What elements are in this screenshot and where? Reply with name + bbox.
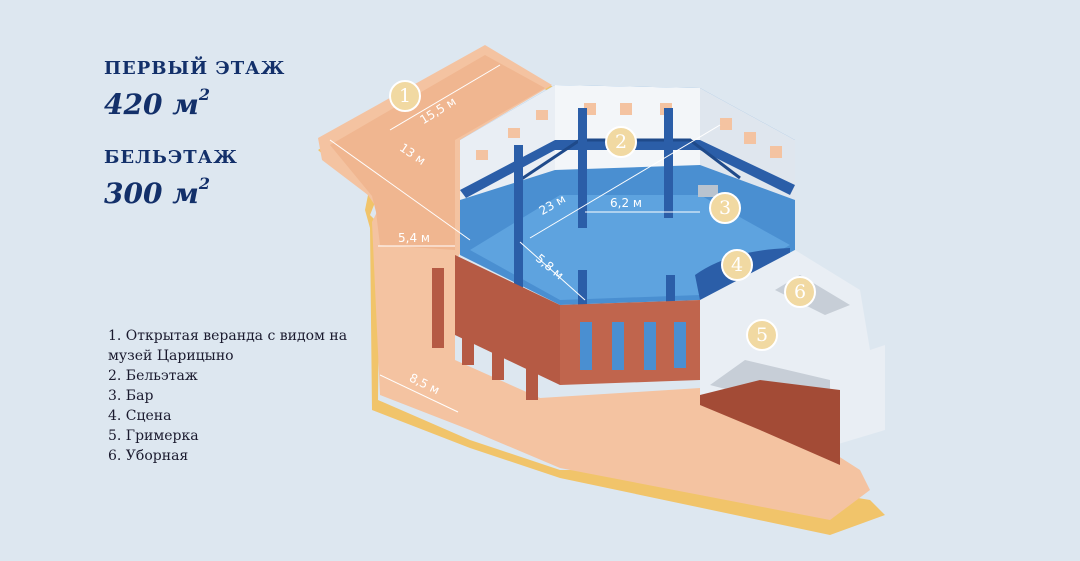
floor-1-area: 420 м2	[104, 85, 285, 121]
front-wall-center	[560, 300, 700, 385]
legend-item-2: 2. Бельэтаж	[108, 368, 198, 384]
lower-brick-wall	[700, 380, 840, 465]
floor-2-title: БЕЛЬЭТАЖ	[104, 147, 238, 168]
bar-counter	[698, 185, 718, 197]
veranda-inner-floor	[330, 55, 545, 250]
legend-item-1-cont: музей Царицыно	[108, 348, 234, 364]
floor-1-block: ПЕРВЫЙ ЭТАЖ 420 м2	[104, 58, 285, 121]
floor-2-area-value: 300 м	[104, 177, 199, 210]
dimension-lines	[329, 64, 721, 413]
dim-6-2: 6,2 м	[610, 196, 642, 210]
legend-item-1: 1. Открытая веранда с видом на	[108, 328, 348, 344]
front-windows	[580, 322, 686, 370]
brick-pillars	[432, 268, 538, 400]
floor-1-area-sup: 2	[198, 85, 210, 104]
floor-2-block: БЕЛЬЭТАЖ 300 м2	[104, 147, 285, 210]
marker-1-label: 1	[399, 85, 411, 107]
marker-5-label: 5	[756, 324, 768, 346]
marker-2: 2	[605, 126, 637, 158]
floor-1-title: ПЕРВЫЙ ЭТАЖ	[104, 58, 286, 79]
area-stats: ПЕРВЫЙ ЭТАЖ 420 м2 БЕЛЬЭТАЖ 300 м2	[104, 58, 285, 210]
floor-2-area-sup: 2	[198, 174, 210, 193]
columns	[514, 108, 675, 310]
legend-item-5: 5. Гримерка	[108, 428, 199, 444]
marker-6-label: 6	[794, 281, 806, 303]
marker-3-label: 3	[719, 197, 731, 219]
marker-5: 5	[746, 319, 778, 351]
floor-2-area: 300 м2	[104, 174, 285, 210]
marker-4: 4	[721, 249, 753, 281]
dim-5-4: 5,4 м	[398, 231, 430, 245]
legend-item-4: 4. Сцена	[108, 408, 172, 424]
marker-6: 6	[784, 276, 816, 308]
marker-4-label: 4	[731, 254, 743, 276]
legend: 1. Открытая веранда с видом на музей Цар…	[108, 326, 347, 466]
legend-item-6: 6. Уборная	[108, 448, 189, 464]
marker-3: 3	[709, 192, 741, 224]
floor-1-area-value: 420 м	[104, 88, 199, 121]
legend-item-3: 3. Бар	[108, 388, 154, 404]
marker-1: 1	[389, 80, 421, 112]
marker-2-label: 2	[615, 131, 627, 153]
